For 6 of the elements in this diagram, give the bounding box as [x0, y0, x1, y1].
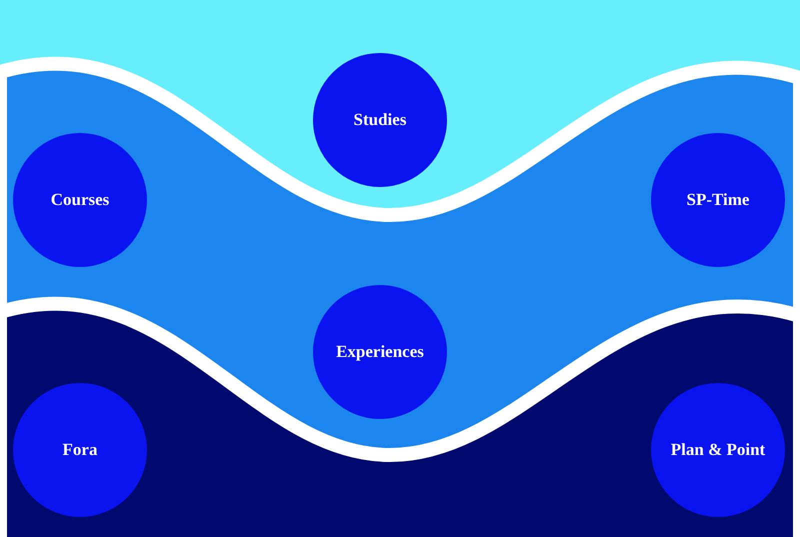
- node-label: Studies: [352, 110, 408, 130]
- node-label: SP-Time: [686, 190, 750, 210]
- node-label: Courses: [50, 190, 110, 210]
- node-label: Plan & Point: [670, 440, 766, 460]
- node-label: Fora: [62, 440, 98, 460]
- node-label: Experiences: [335, 342, 425, 362]
